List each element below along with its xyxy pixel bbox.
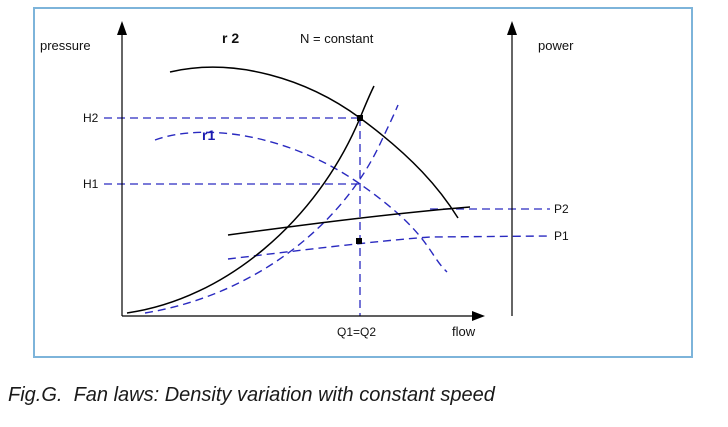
pressure-axis-label: pressure — [40, 38, 91, 53]
dashed-guides — [104, 117, 550, 316]
axes — [121, 29, 513, 317]
pressure-operating-point — [357, 115, 363, 121]
p1-power-curve — [227, 235, 551, 260]
p1-level-label: P1 — [554, 229, 569, 243]
p2-level-label: P2 — [554, 202, 569, 216]
power-axis-arrow — [507, 21, 517, 35]
p2-power-curve — [227, 206, 471, 236]
r1-pressure-curve — [154, 131, 448, 273]
r2-pressure-curve — [169, 66, 459, 219]
r2-curve-label: r 2 — [222, 30, 240, 46]
power-axis-label: power — [538, 38, 574, 53]
h2-level-label: H2 — [83, 111, 99, 125]
h1-level-label: H1 — [83, 177, 99, 191]
flow-axis-arrow — [472, 311, 485, 321]
flow-axis-label: flow — [452, 324, 476, 339]
diagram-box: pressure power flow N = constant r 2 r1 … — [33, 7, 693, 358]
r1-system-curve — [144, 104, 399, 314]
pressure-axis-arrow — [117, 21, 127, 35]
r2-system-curve — [126, 85, 375, 314]
condition-label: N = constant — [300, 31, 374, 46]
flow-point-label: Q1=Q2 — [337, 325, 377, 339]
figure-caption: Fig.G. Fan laws: Density variation with … — [8, 384, 495, 406]
r2-curves — [126, 66, 471, 314]
power-operating-point — [356, 238, 362, 244]
diagram-plot — [104, 21, 551, 321]
operating-point-markers — [356, 115, 363, 244]
r1-curve-label: r1 — [202, 127, 216, 143]
axis-arrowheads — [117, 21, 517, 321]
